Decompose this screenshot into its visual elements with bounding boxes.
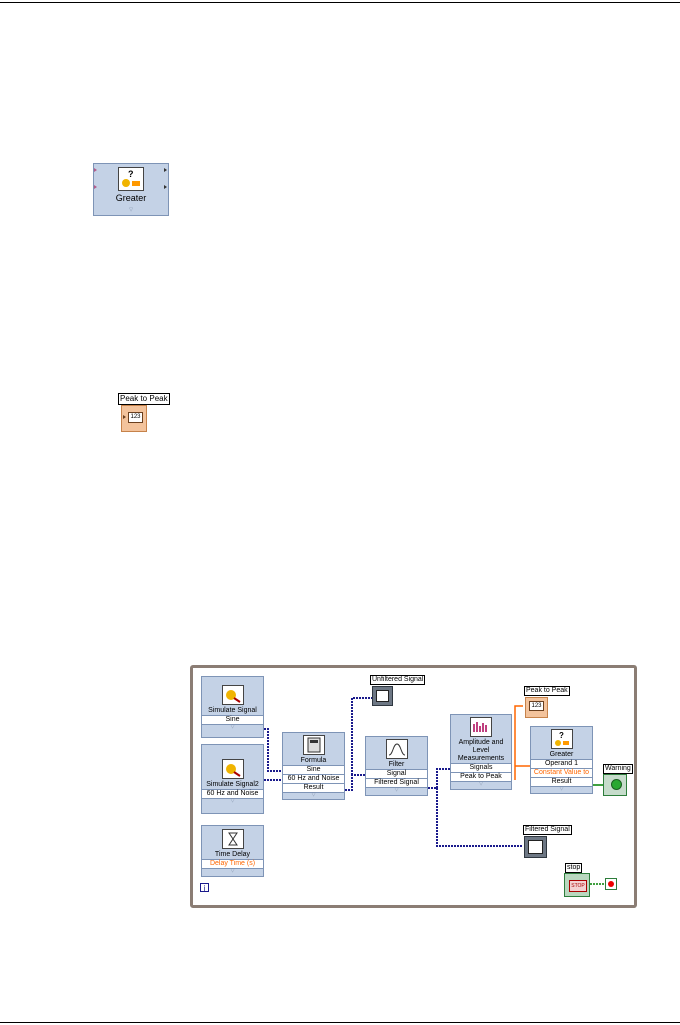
svg-text:?: ?: [559, 731, 564, 740]
chevron-down-icon: ▽: [230, 724, 235, 730]
hourglass-icon: [221, 829, 244, 849]
while-loop[interactable]: [190, 665, 637, 908]
stop-button-label: STOP: [569, 880, 587, 892]
filter-output-filtered[interactable]: Filtered Signal: [366, 778, 427, 787]
greater-vi[interactable]: ? Greater Operand 1 Constant Value to Re…: [530, 726, 593, 794]
formula-foot: ▽: [283, 792, 344, 798]
wire-to-filtered-indicator: [436, 788, 523, 847]
graph-icon: [376, 690, 389, 702]
stop-button-terminal[interactable]: STOP: [564, 873, 590, 897]
numeric-value: 123: [529, 701, 544, 711]
simulate-signal2-title: Simulate Signal2: [206, 781, 259, 788]
chevron-down-icon: ▽: [394, 787, 399, 793]
formula-input-60hz[interactable]: 60 Hz and Noise: [283, 774, 344, 783]
simulate-signal2-vi[interactable]: Simulate Signal2 60 Hz and Noise ▽: [201, 744, 264, 814]
simulate-signal-vi[interactable]: Simulate Signal Sine ▽: [201, 676, 264, 738]
amplitude-foot: ▽: [451, 781, 511, 787]
loop-iteration-terminal: i: [200, 883, 209, 893]
wire-peak: [514, 705, 523, 780]
simulate-signal2-foot: ▽: [202, 798, 263, 804]
chevron-down-icon: ▽: [479, 781, 483, 787]
amplitude-input-signals[interactable]: Signals: [451, 763, 511, 772]
wire-sine: [264, 728, 282, 772]
amplitude-title-line3: Measurements: [457, 755, 505, 762]
wire-filtered-to-amp: [428, 768, 450, 789]
delay-time-input[interactable]: Delay Time (s): [202, 859, 263, 868]
peak-to-peak-terminal[interactable]: 123: [525, 697, 548, 718]
greater-foot: ▽: [531, 786, 592, 792]
unfiltered-signal-graph[interactable]: [372, 686, 393, 706]
peak-to-peak-label: Peak to Peak: [118, 393, 170, 405]
greater-label: Greater: [115, 193, 147, 203]
bottom-rule: [0, 1022, 680, 1023]
time-delay-title: Time Delay: [214, 851, 251, 858]
time-delay-vi[interactable]: Time Delay Delay Time (s) ▽: [201, 825, 264, 877]
chevron-down-icon: ▽: [559, 786, 564, 792]
amplitude-title-line2: Level: [472, 747, 490, 754]
stop-circle-icon: [608, 881, 614, 887]
amplitude-output-peak[interactable]: Peak to Peak: [451, 772, 511, 781]
filter-foot: ▽: [366, 787, 427, 793]
filtered-signal-label: Filtered Signal: [523, 825, 572, 835]
time-delay-foot: ▽: [202, 868, 263, 874]
greater-title: Greater: [549, 751, 574, 758]
filter-title: Filter: [388, 761, 405, 768]
filter-icon: [385, 739, 408, 759]
amplitude-level-vi[interactable]: Amplitude and Level Measurements Signals…: [450, 714, 512, 790]
warning-label: Warning: [603, 764, 633, 774]
input-arrow-icon: [123, 415, 126, 419]
top-rule: [0, 2, 680, 3]
peak-to-peak-label-diagram: Peak to Peak: [524, 686, 570, 696]
simulate-signal2-icon: [221, 759, 244, 779]
chevron-down-icon: ▽: [311, 792, 316, 798]
wire-result-to-filter: [345, 774, 365, 791]
stop-label: stop: [565, 863, 583, 873]
calculator-icon: [302, 735, 325, 755]
simulate-signal-icon: [221, 685, 244, 705]
simulate-signal-title: Simulate Signal: [208, 707, 257, 714]
greater-output-result[interactable]: Result: [531, 777, 592, 786]
greater-express-vi-icon: ? Greater ▽: [93, 163, 169, 216]
filter-input-signal[interactable]: Signal: [366, 769, 427, 778]
60hz-output[interactable]: 60 Hz and Noise: [202, 789, 263, 798]
formula-title: Formula: [300, 757, 327, 764]
chevron-down-icon: ▽: [129, 207, 133, 213]
formula-vi[interactable]: Formula Sine 60 Hz and Noise Result ▽: [282, 732, 345, 800]
greater-input-operand1[interactable]: Operand 1: [531, 759, 592, 768]
svg-text:?: ?: [128, 169, 134, 179]
greater-comparison-icon: ?: [550, 729, 573, 749]
simulate-signal-foot: ▽: [202, 724, 263, 730]
filter-vi[interactable]: Filter Signal Filtered Signal ▽: [365, 736, 428, 796]
output-terminal-icon: [164, 185, 167, 189]
measurement-icon: [470, 717, 492, 737]
chevron-down-icon: ▽: [230, 798, 235, 804]
loop-condition-icon[interactable]: [605, 878, 617, 890]
output-terminal-icon: [164, 168, 167, 172]
formula-output-result[interactable]: Result: [283, 783, 344, 792]
graph-icon: [528, 840, 543, 854]
wire-to-unfiltered: [351, 697, 372, 775]
warning-led[interactable]: [603, 774, 627, 796]
input-terminal-icon: [94, 185, 97, 189]
sine-output[interactable]: Sine: [202, 715, 263, 724]
filtered-signal-graph[interactable]: [524, 836, 547, 858]
amplitude-title-line1: Amplitude and: [458, 739, 504, 746]
unfiltered-signal-label: Unfiltered Signal: [370, 675, 426, 685]
formula-input-sine[interactable]: Sine: [283, 765, 344, 774]
greater-input-constant[interactable]: Constant Value to: [531, 768, 592, 777]
chevron-down-icon: ▽: [230, 868, 235, 874]
numeric-value: 123: [128, 412, 143, 423]
input-terminal-icon: [94, 168, 97, 172]
greater-comparison-icon: ?: [118, 167, 144, 191]
peak-to-peak-indicator[interactable]: 123: [121, 405, 147, 432]
led-icon: [611, 779, 622, 790]
